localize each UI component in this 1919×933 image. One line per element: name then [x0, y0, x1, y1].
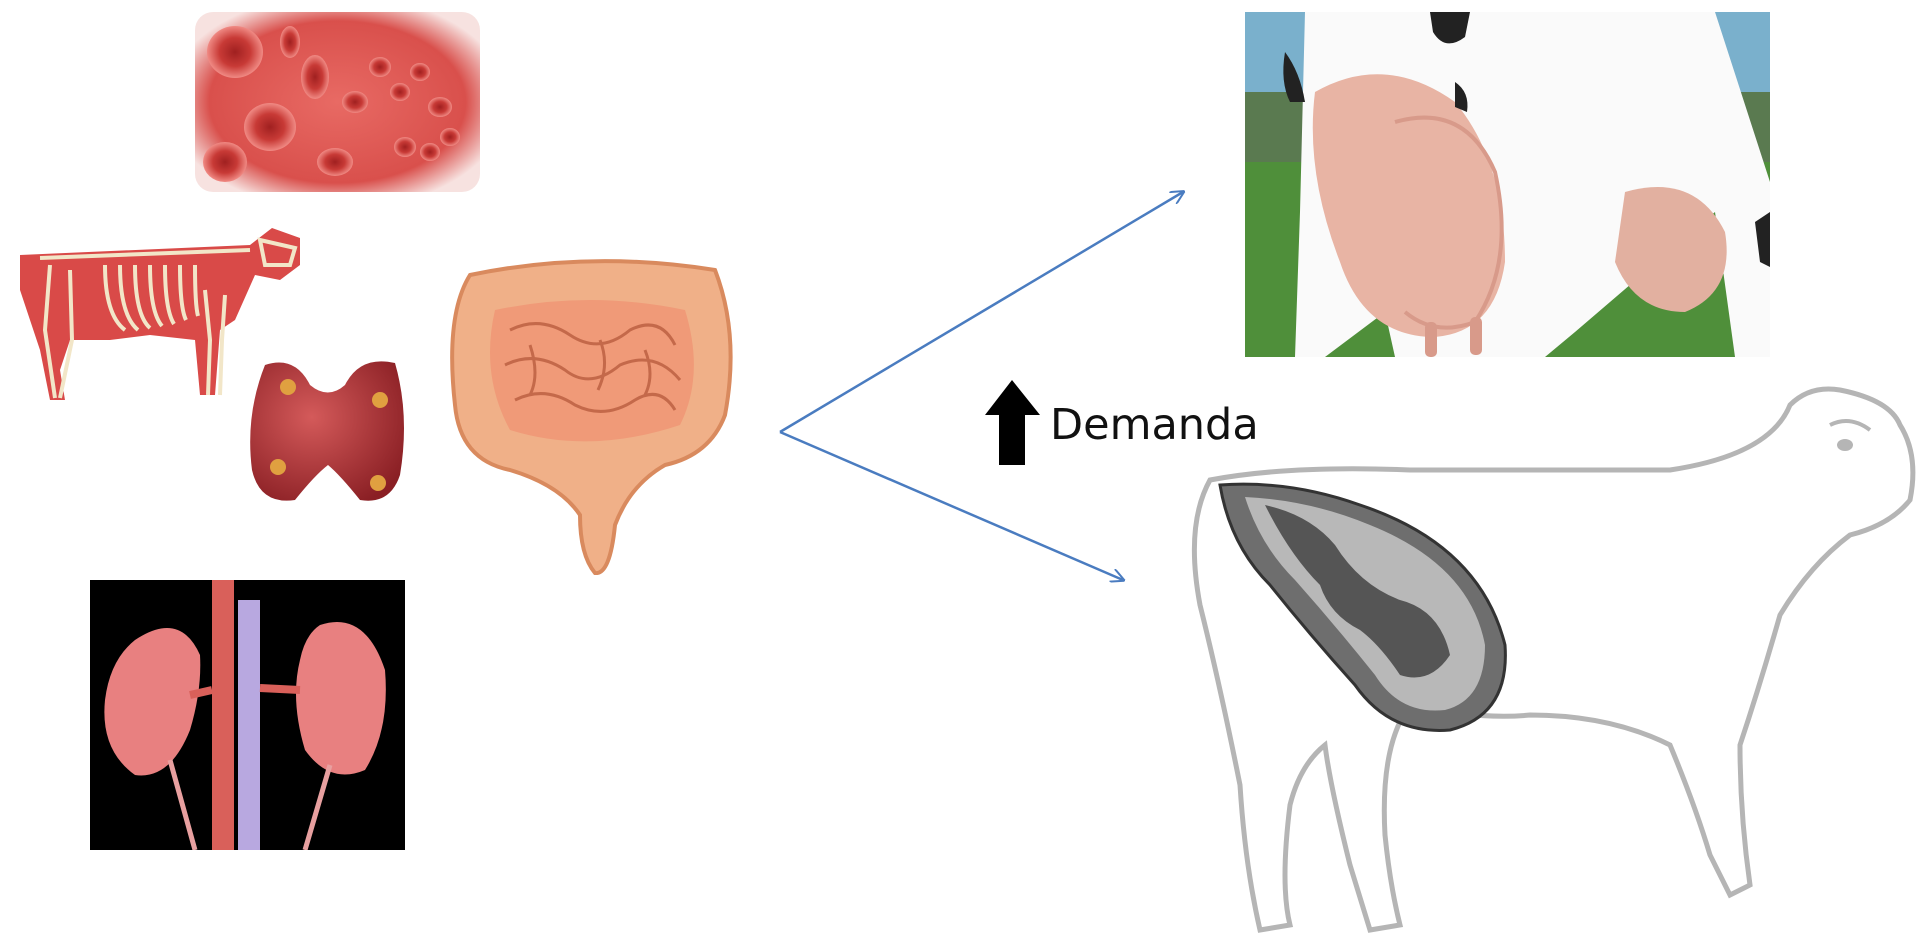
intestines-image [440, 255, 740, 575]
kidneys-image [90, 580, 405, 850]
arrow-to-pregnant-cow [780, 432, 1123, 580]
arrow-to-udder [780, 192, 1183, 432]
blood-cells-image [195, 12, 480, 192]
thyroid-gland-image [240, 355, 415, 510]
up-arrow-icon [985, 380, 1040, 465]
pregnant-cow-diagram [1150, 385, 1919, 933]
demand-label: Demanda [1050, 400, 1259, 450]
cow-udder-photo [1245, 12, 1770, 357]
